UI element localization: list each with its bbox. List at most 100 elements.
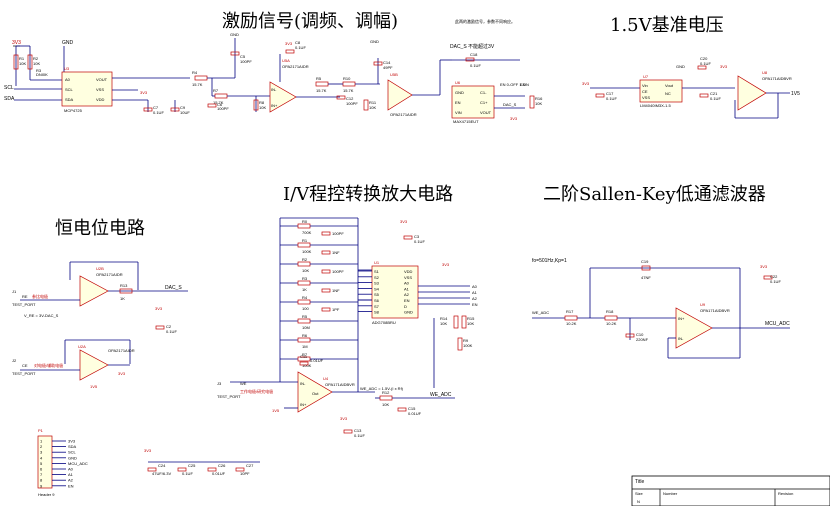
svg-text:0.1UF: 0.1UF [182,471,193,476]
rf-value: 10K [302,268,309,273]
header-pin-label: 3V3 [68,439,76,444]
svg-text:15.7K: 15.7K [343,88,354,93]
svg-text:0.1UF: 0.1UF [770,279,781,284]
svg-text:J1: J1 [12,289,17,294]
svg-text:C9: C9 [180,105,186,110]
bulk-capacitors: 3V3 C24 47UF/6.3V C25 0.1UF C26 0.01UF C… [144,448,260,476]
resistor-r17 [564,315,578,321]
header-pin-num: 2 [40,444,43,449]
header-pin-num: 3 [40,450,43,455]
svg-text:1K: 1K [120,296,125,301]
header-pin-label: A2 [68,478,74,483]
svg-text:IN-: IN- [300,381,306,386]
svg-text:Out: Out [312,391,319,396]
svg-text:IN+: IN+ [300,402,307,407]
svg-text:U6: U6 [455,80,461,85]
rf-value: 1M [302,344,308,349]
svg-text:RE: RE [22,294,28,299]
svg-text:100PF: 100PF [346,101,358,106]
net-sda-label: SDA [4,96,15,102]
net-dac-s-label: DAC_S [503,102,517,107]
svg-text:0.1UF: 0.1UF [710,96,721,101]
svg-text:10K: 10K [535,101,542,106]
resistor-r15 [461,315,467,329]
capacitor-c5 [230,51,240,56]
rf-resistor [297,261,311,267]
svg-text:R2: R2 [33,56,39,61]
svg-text:OPA2171AIDR: OPA2171AIDR [390,112,417,117]
svg-text:C13: C13 [354,428,362,433]
svg-text:R13: R13 [120,283,128,288]
svg-text:对电极/辅助电极: 对电极/辅助电极 [34,362,63,368]
rf-ref: R1 [302,238,308,243]
svg-text:C24: C24 [158,463,166,468]
svg-text:U5B: U5B [390,72,398,77]
title-iv-converter: I/V程控转换放大电路 [283,184,453,205]
resistor-r14 [453,315,459,329]
svg-text:R17: R17 [566,309,574,314]
svg-text:C7: C7 [153,105,159,110]
capacitor-c27 [235,467,245,472]
svg-text:OPA2171AIDR: OPA2171AIDR [96,272,123,277]
svg-text:WE: WE [240,381,247,386]
capacitor-c18 [465,57,475,62]
svg-text:GND: GND [230,32,239,37]
svg-text:A2: A2 [472,296,478,301]
svg-text:15.7K: 15.7K [192,82,203,87]
svg-text:10K: 10K [440,321,447,326]
header-pin-label: SDA [68,444,77,449]
svg-text:10.2K: 10.2K [606,321,617,326]
rf-value: 1K [302,287,307,292]
svg-text:C2: C2 [166,324,172,329]
rf-ref: R5 [302,314,308,319]
potentiostat-block: U2B OPA2171AIDR R13 1K DAC_S 3V3 C2 0.1U… [12,261,188,389]
svg-text:TEST_PORT: TEST_PORT [12,371,36,376]
cf-capacitor [321,269,331,274]
svg-text:U2A: U2A [78,344,86,349]
svg-text:EN: EN [472,302,478,307]
svg-text:U3: U3 [64,66,70,71]
svg-text:R16: R16 [535,96,543,101]
header-pin-num: 8 [40,478,43,483]
svg-text:10K: 10K [259,105,266,110]
resistor-r2 [27,54,33,70]
note-excitation: 此两的激励信号，参数不同响应。 [455,18,515,24]
svg-text:U8: U8 [762,70,768,75]
svg-text:3V3: 3V3 [140,90,148,95]
svg-text:R18: R18 [606,309,614,314]
svg-text:0.1UF: 0.1UF [153,110,164,115]
header-pin-label: A1 [68,472,74,477]
svg-text:U5A: U5A [282,58,290,63]
svg-text:CE: CE [642,89,648,94]
capacitor-c19 [641,265,651,271]
svg-text:C1+: C1+ [480,100,488,105]
cf-capacitor [321,307,331,312]
svg-text:NC: NC [665,91,671,96]
capacitor-c15 [397,407,407,412]
capacitor-c14 [373,61,383,66]
svg-text:VOUT: VOUT [96,77,108,82]
chip-max4715 [451,85,495,119]
svg-text:R10: R10 [343,76,351,81]
svg-text:3V3: 3V3 [118,371,126,376]
resistor-r11 [363,99,369,111]
cf-capacitor [321,250,331,255]
svg-text:3V3: 3V3 [760,264,768,269]
svg-text:MCP4725: MCP4725 [64,108,83,113]
capacitor-c12 [336,95,346,100]
svg-text:10K: 10K [467,321,474,326]
net-we-adc-input: WE_ADC [532,310,549,315]
cf-value: 100PF [332,269,344,274]
cf-value: 1NF [332,250,340,255]
adg-pin-left: S7 [374,304,380,309]
svg-text:0.1UF: 0.1UF [700,61,711,66]
rf-ref: R0 [302,219,308,224]
svg-text:IN+: IN+ [271,103,278,108]
svg-text:3V3: 3V3 [720,64,728,69]
header-pin-num: 1 [40,439,43,444]
svg-text:0.1UF: 0.1UF [166,329,177,334]
